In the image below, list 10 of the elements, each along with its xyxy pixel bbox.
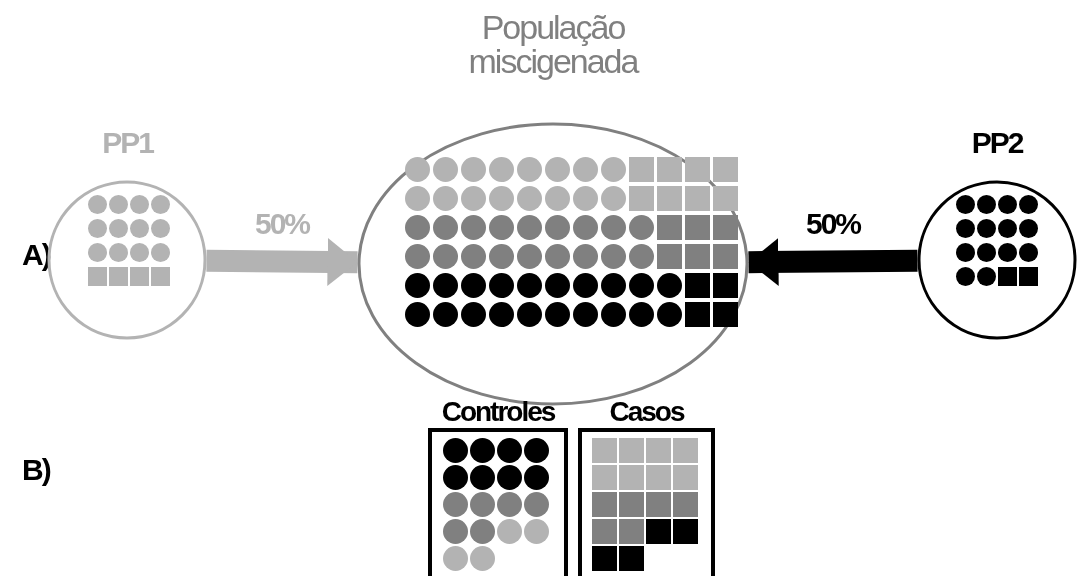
group-title: População miscigenada: [467, 10, 640, 78]
arrow: [748, 237, 918, 286]
group-title: Casos: [609, 398, 684, 426]
group-title: PP1: [102, 128, 153, 158]
panel-label: B): [22, 455, 50, 485]
edge-label: 50%: [806, 209, 861, 240]
arrow: [206, 237, 358, 286]
group-title: PP2: [971, 128, 1023, 158]
edge-label: 50%: [255, 209, 310, 240]
group-title: Controles: [441, 398, 555, 426]
